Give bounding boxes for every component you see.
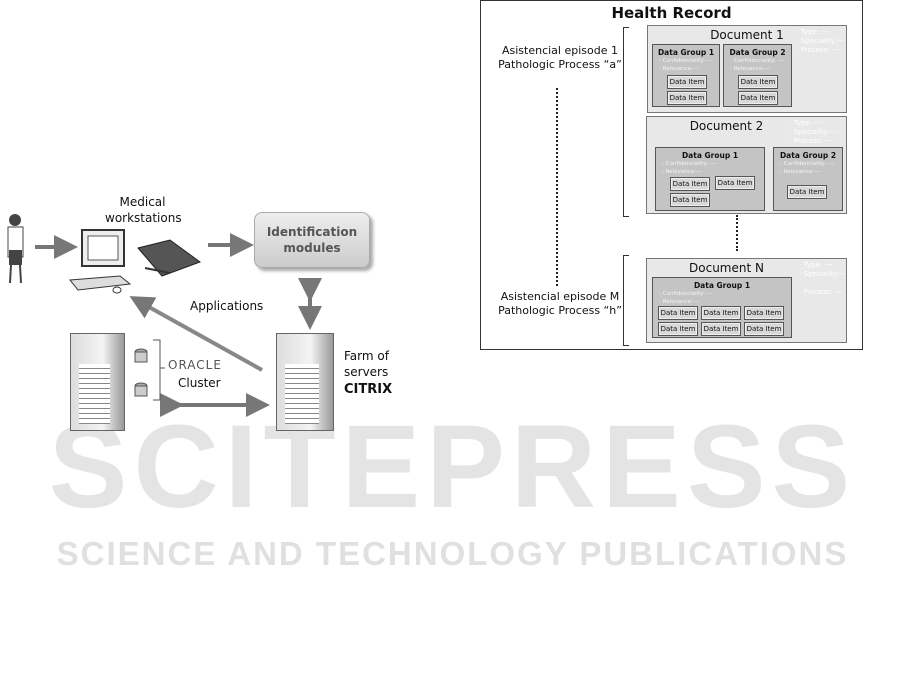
- data-item: Data Item: [667, 91, 707, 105]
- database-icon: [134, 348, 148, 397]
- watermark-subtitle: SCIENCE AND TECHNOLOGY PUBLICATIONS: [56, 535, 849, 572]
- data-item: Data Item: [658, 306, 698, 320]
- health-record-frame: [480, 0, 863, 350]
- cluster-label: Cluster: [178, 376, 221, 390]
- data-item: Data Item: [738, 75, 778, 89]
- episode-dotted-line: [556, 88, 558, 286]
- oracle-server-icon: [70, 333, 125, 431]
- data-item: Data Item: [670, 193, 710, 207]
- oracle-logo: ORACLE: [168, 358, 222, 372]
- applications-label: Applications: [190, 299, 264, 313]
- data-item: Data Item: [787, 185, 827, 199]
- computer-icon: [69, 229, 132, 294]
- doctor-icon: [7, 214, 24, 284]
- arrow: [129, 296, 263, 372]
- watermark-logo: SCITEPRESS: [48, 401, 857, 533]
- data-group: Data Group 1 - Confidenciality: ---- Rel…: [652, 44, 720, 107]
- health-record-title: Health Record: [611, 4, 732, 22]
- data-group: Data Group 1 - Confidenciality: ---- Rel…: [655, 147, 765, 211]
- architecture-graphics: [7, 214, 322, 417]
- episode-bracket: [623, 255, 629, 346]
- data-item: Data Item: [701, 306, 741, 320]
- data-item: Data Item: [667, 75, 707, 89]
- document-dotted-line: [736, 215, 738, 251]
- document-1: Document 1 - Type: ---- Speciality:---- …: [647, 25, 847, 113]
- data-item: Data Item: [744, 306, 784, 320]
- data-item: Data Item: [715, 176, 755, 190]
- document-2: Document 2 - Type: ---- Speciality:---- …: [646, 116, 847, 214]
- citrix-server-icon: [276, 333, 334, 431]
- episode-bracket: [623, 27, 629, 217]
- data-item: Data Item: [658, 322, 698, 336]
- data-group: Data Group 1 - Confidenciality: ---- Rel…: [652, 277, 792, 338]
- data-item: Data Item: [701, 322, 741, 336]
- bracket: [153, 339, 165, 401]
- data-item: Data Item: [738, 91, 778, 105]
- document-n: Document N - Type: ---- Speciality:---- …: [646, 258, 847, 343]
- data-group: Data Group 2 - Confidenciality: ---- Rel…: [773, 147, 843, 211]
- data-group: Data Group 2 - Confidenciality: ---- Rel…: [723, 44, 792, 107]
- tablet-icon: [137, 239, 202, 277]
- data-item: Data Item: [744, 322, 784, 336]
- citrix-logo: CITRIX: [344, 382, 393, 397]
- data-item: Data Item: [670, 177, 710, 191]
